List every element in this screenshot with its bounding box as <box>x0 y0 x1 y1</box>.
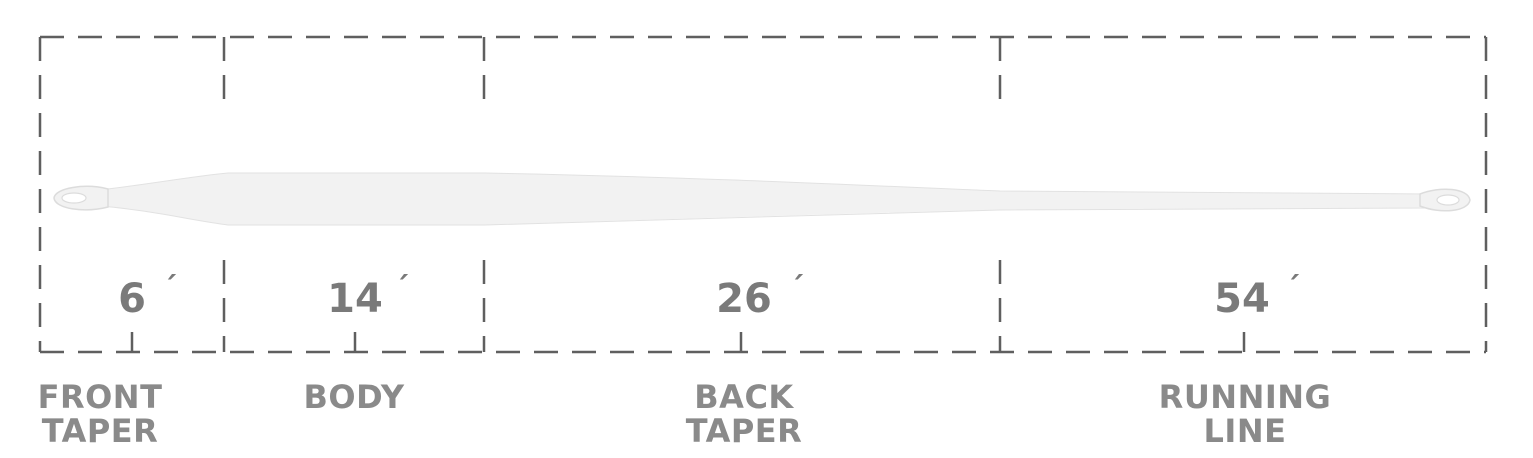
front-taper-label: FRONT TAPER <box>30 380 170 448</box>
body-label-line-1: BODY <box>303 378 405 416</box>
running-line-label-line-2: LINE <box>1203 412 1287 450</box>
running-line-label-line-1: RUNNING <box>1158 378 1332 416</box>
front-loop-hole <box>61 192 87 204</box>
running-line-length: 54 <box>1214 276 1270 322</box>
back-taper-length-unit: ´ <box>790 271 805 306</box>
rear-loop-hole <box>1436 194 1460 206</box>
fly-line-profile <box>99 172 1429 226</box>
running-line-label: RUNNING LINE <box>1140 380 1350 448</box>
body-label: BODY <box>284 380 424 414</box>
front-taper-length: 6 <box>118 276 146 322</box>
front-taper-label-line-1: FRONT <box>37 378 163 416</box>
back-taper-length: 26 <box>716 276 772 322</box>
segment-outline-dashes <box>38 35 1488 354</box>
back-taper-label: BACK TAPER <box>664 380 824 448</box>
front-taper-length-unit: ´ <box>163 271 178 306</box>
back-taper-label-line-1: BACK <box>694 378 794 416</box>
front-taper-label-line-2: TAPER <box>41 412 159 450</box>
running-line-length-unit: ´ <box>1286 271 1301 306</box>
back-taper-label-line-2: TAPER <box>685 412 803 450</box>
body-length: 14 <box>327 276 383 322</box>
body-length-unit: ´ <box>395 271 410 306</box>
